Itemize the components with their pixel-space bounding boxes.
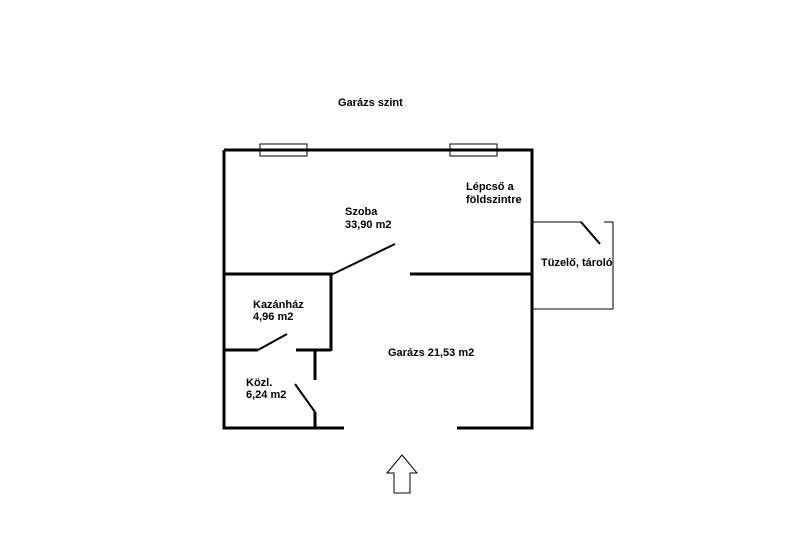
annex-storage — [532, 221, 614, 310]
window-left — [259, 143, 308, 157]
room-kazanhaz-area: 4,96 m2 — [253, 311, 293, 323]
door-szoba — [332, 243, 396, 275]
room-szoba-name: Szoba — [345, 206, 378, 218]
room-kozl-area: 6,24 m2 — [246, 389, 286, 401]
room-szoba-area: 33,90 m2 — [345, 219, 391, 231]
arrow-up-icon — [385, 454, 419, 494]
plan-title: Garázs szint — [338, 97, 403, 109]
door-kozl — [294, 383, 316, 413]
room-kozl-name: Közl. — [246, 377, 272, 389]
room-garazs-label: Garázs 21,53 m2 — [388, 347, 474, 359]
outer-walls — [222, 148, 534, 430]
interior-walls — [224, 272, 532, 428]
room-tuzelo-name: Tüzelő, tároló — [541, 257, 613, 269]
room-kazanhaz-name: Kazánház — [253, 299, 304, 311]
stairs-label-line2: földszintre — [466, 194, 522, 206]
window-right — [449, 143, 498, 157]
door-kazanhaz — [257, 333, 288, 351]
stairs-label-line1: Lépcső a — [466, 181, 515, 193]
